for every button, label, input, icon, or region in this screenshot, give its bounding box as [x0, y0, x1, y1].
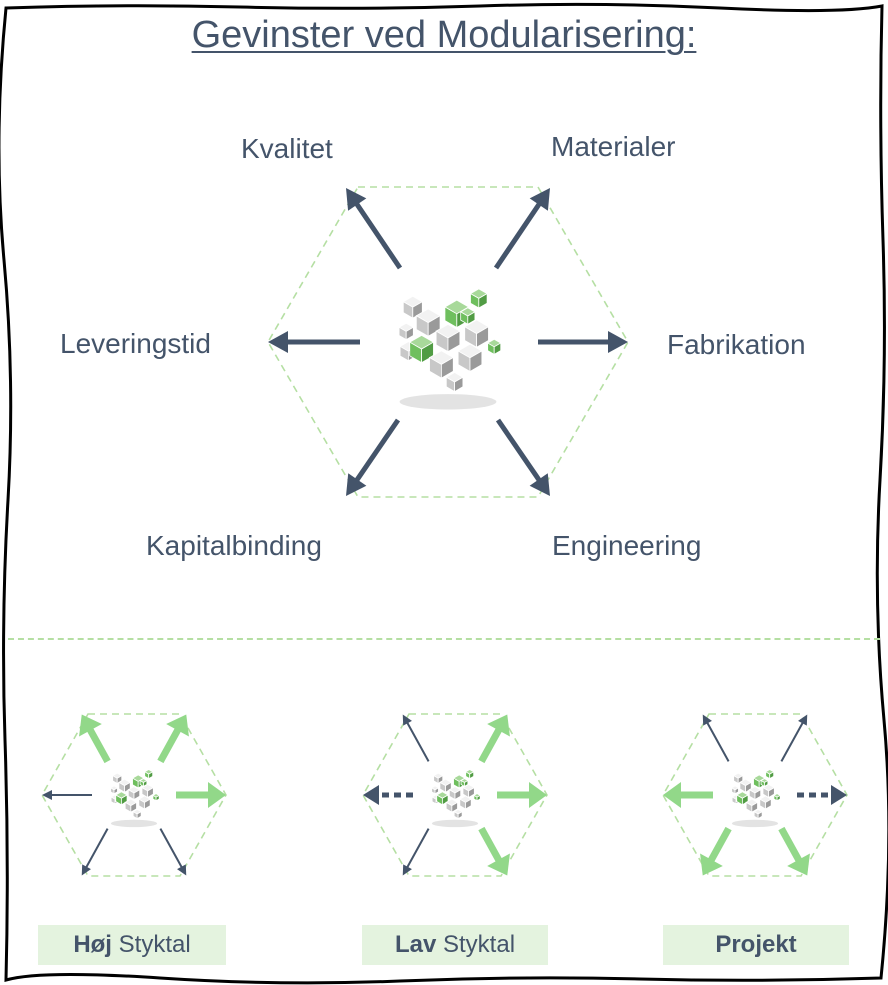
scenario-label-bold: Projekt [715, 931, 797, 958]
arrow-right-icon [797, 785, 847, 805]
arrow-down-right-icon [495, 418, 550, 496]
benefit-label-materialer: Materialer [551, 131, 676, 162]
arrow-left-icon [42, 790, 92, 800]
arrow-up-right-icon [157, 714, 189, 764]
arrow-up-left-icon [346, 188, 403, 270]
arrow-right-icon [497, 782, 547, 808]
section-divider [8, 638, 880, 640]
page-title: Gevinster ved Modularisering: [191, 14, 697, 56]
arrow-up-left-icon [402, 714, 430, 762]
arrow-down-right-icon [778, 826, 810, 876]
arrow-down-left-icon [346, 418, 401, 496]
arrow-up-right-icon [478, 714, 510, 764]
scenario-hexagon [41, 713, 227, 877]
arrow-down-left-icon [700, 826, 732, 876]
scenario-hexagon [362, 713, 548, 877]
scenario-label-hoej-styktal: Høj Styktal [38, 925, 226, 965]
modular-cube-icon [430, 769, 481, 828]
modular-cube-icon [109, 769, 160, 828]
arrow-up-left-icon [79, 714, 111, 764]
modular-cube-icon [398, 288, 502, 410]
main-hexagon [267, 186, 629, 498]
scenario-label-rest: Styktal [111, 931, 191, 958]
arrow-left-icon [268, 331, 360, 353]
scenario-label-bold: Lav [394, 931, 437, 958]
scenario-label-rest: Styktal [436, 931, 516, 958]
modular-cube-icon [730, 769, 781, 828]
arrow-up-right-icon [493, 188, 550, 270]
benefit-label-engineering: Engineering [552, 530, 702, 561]
benefit-label-kapitalbinding: Kapitalbinding [146, 530, 322, 561]
arrow-up-left-icon [702, 714, 730, 762]
arrow-left-icon [363, 785, 413, 805]
scenario-diagram [662, 713, 848, 877]
arrow-right-icon [538, 331, 628, 353]
arrow-left-icon [663, 782, 713, 808]
scenario-diagram [41, 713, 227, 877]
scenario-label-bold: Høj [73, 931, 112, 958]
main-diagram [267, 186, 629, 498]
arrow-down-right-icon [478, 826, 510, 876]
arrow-down-left-icon [81, 828, 109, 876]
arrow-right-icon [176, 782, 226, 808]
scenario-diagram [362, 713, 548, 877]
scenario-hexagon [662, 713, 848, 877]
benefit-label-fabrikation: Fabrikation [667, 329, 806, 360]
benefit-label-kvalitet: Kvalitet [241, 133, 333, 164]
arrow-down-right-icon [159, 828, 187, 876]
arrow-down-left-icon [402, 828, 430, 876]
scenario-label-projekt: Projekt [663, 925, 849, 965]
scenario-label-lav-styktal: Lav Styktal [362, 925, 548, 965]
benefit-label-leveringstid: Leveringstid [60, 328, 211, 359]
arrow-up-right-icon [780, 714, 808, 762]
